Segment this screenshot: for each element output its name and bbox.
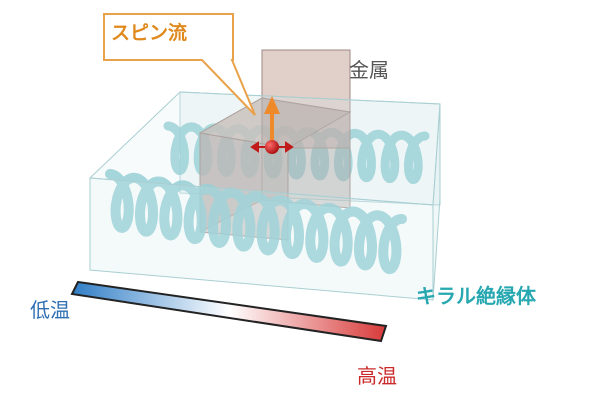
- spin-current-label: スピン流: [111, 22, 188, 44]
- low-temperature-label: 低温: [30, 298, 70, 322]
- electron-icon: [265, 140, 279, 154]
- spin-current-callout: [103, 13, 256, 116]
- high-temperature-label: 高温: [357, 364, 397, 388]
- metal-label: 金属: [349, 58, 389, 82]
- insulator-right-face: [432, 103, 441, 301]
- temperature-gradient-bar: [70, 280, 388, 343]
- front-helix: [105, 169, 407, 275]
- chiral-insulator-label: キラル絶縁体: [416, 284, 536, 308]
- helix-front-coil: [105, 169, 407, 275]
